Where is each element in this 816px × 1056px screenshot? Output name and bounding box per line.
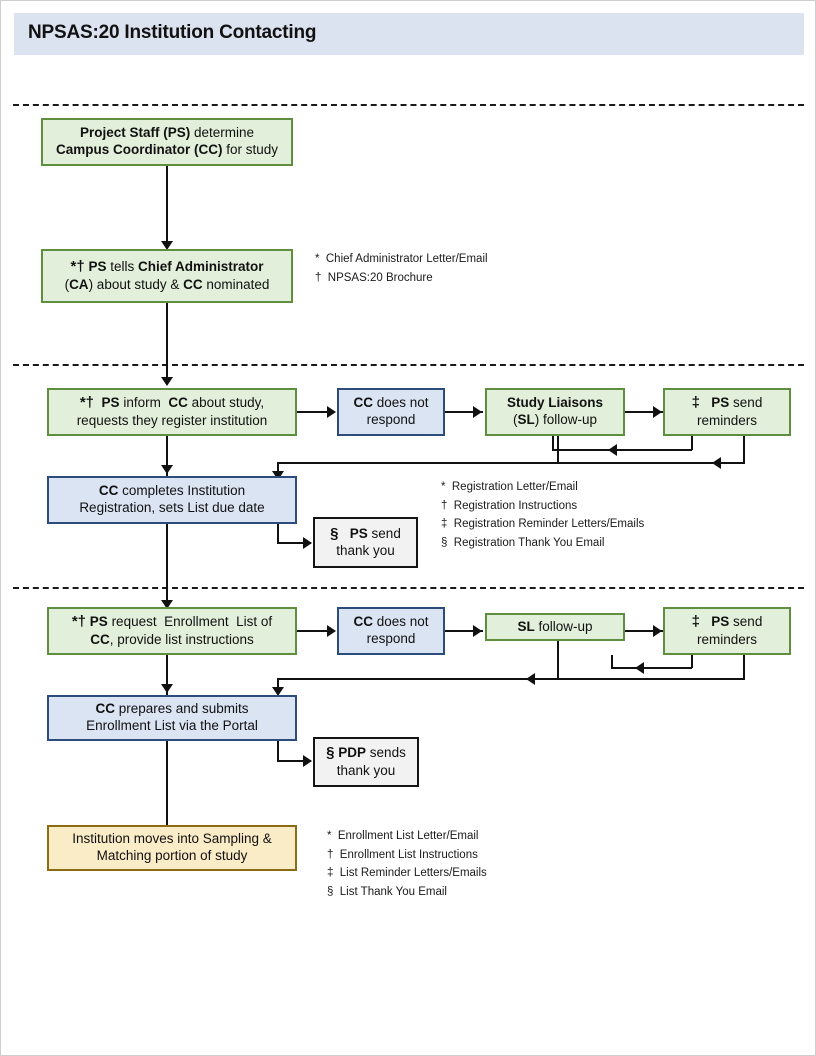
arrowhead-reminders-to-sl-3 bbox=[635, 662, 644, 674]
connector-request-to-norespond-3 bbox=[297, 630, 333, 632]
connector-determine-to-tell bbox=[166, 166, 168, 248]
connector-request-to-cc-submits bbox=[166, 655, 168, 695]
box-study-liaisons-followup-label: Study Liaisons(SL) follow-up bbox=[506, 395, 604, 427]
arrowhead-return-to-cc-submits bbox=[272, 687, 284, 696]
connector-submits-to-pdp bbox=[277, 760, 311, 762]
connector-sl-to-reminders-2 bbox=[625, 411, 665, 413]
arrowhead-norespond-to-sl-3 bbox=[473, 625, 482, 637]
box-sl-followup-3-label: SL follow-up bbox=[517, 618, 593, 634]
page-title: NPSAS:20 Institution Contacting bbox=[28, 22, 317, 43]
notes-stage2: * Registration Letter/Email † Registrati… bbox=[441, 481, 645, 549]
loop-sl-up-3 bbox=[611, 655, 613, 668]
return-drop-to-cc-registers bbox=[277, 462, 279, 476]
notes-stage1: * Chief Administrator Letter/Email † NPS… bbox=[315, 253, 488, 284]
box-ps-inform-cc-label: *† PS inform CC about study,requests the… bbox=[76, 394, 268, 428]
connector-registration-to-thankyou-stub bbox=[277, 524, 279, 543]
connector-registration-to-request-list bbox=[166, 524, 168, 606]
connector-submits-to-pdp-stub bbox=[277, 741, 279, 761]
arrowhead-registration-to-request-list bbox=[161, 600, 173, 609]
arrowhead-tell-to-inform bbox=[161, 377, 173, 386]
arrowhead-sl-to-reminders-3 bbox=[653, 625, 662, 637]
return-reminders-down-2 bbox=[743, 436, 745, 464]
return-line-to-cc-submits bbox=[277, 678, 745, 680]
box-ps-tells-ca-label: *† PS tells Chief Administrator(CA) abou… bbox=[64, 258, 270, 292]
arrowhead-norespond-to-sl-2 bbox=[473, 406, 482, 418]
arrowhead-inform-to-norespond-2 bbox=[327, 406, 336, 418]
divider-stage1 bbox=[13, 104, 804, 106]
arrowhead-request-to-norespond-3 bbox=[327, 625, 336, 637]
divider-stage2 bbox=[13, 364, 804, 366]
notes-stage3: * Enrollment List Letter/Email † Enrollm… bbox=[327, 830, 487, 898]
loop-reminders-down-3 bbox=[691, 655, 693, 668]
return-line-to-cc-registers bbox=[277, 462, 745, 464]
connector-submits-to-sampling bbox=[166, 741, 168, 825]
box-institution-sampling-matching-label: Institution moves into Sampling &Matchin… bbox=[72, 831, 272, 863]
connector-registration-to-thankyou bbox=[277, 542, 311, 544]
connector-norespond-to-sl-3 bbox=[445, 630, 483, 632]
arrowhead-inform-to-cc-registers bbox=[161, 465, 173, 474]
connector-tell-to-inform bbox=[166, 303, 168, 383]
arrowhead-reminders-to-sl-2 bbox=[608, 444, 617, 456]
connector-sl-to-reminders-3 bbox=[625, 630, 665, 632]
box-institution-sampling-matching[interactable]: Institution moves into Sampling &Matchin… bbox=[47, 825, 297, 871]
box-study-liaisons-followup[interactable]: Study Liaisons(SL) follow-up bbox=[485, 388, 625, 436]
arrowhead-request-to-cc-submits bbox=[161, 684, 173, 693]
return-sl-down-3 bbox=[557, 641, 559, 680]
loop-sl-up-2 bbox=[552, 436, 554, 450]
arrowhead-sl-to-reminders-2 bbox=[653, 406, 662, 418]
return-reminders-down-3 bbox=[743, 655, 745, 680]
box-sl-followup-3[interactable]: SL follow-up bbox=[485, 613, 625, 641]
return-drop-to-cc-submits bbox=[277, 678, 279, 692]
box-ps-inform-cc[interactable]: *† PS inform CC about study,requests the… bbox=[47, 388, 297, 436]
arrowhead-submits-to-pdp bbox=[303, 755, 312, 767]
arrowhead-determine-to-tell bbox=[161, 241, 173, 250]
return-sl-down-2 bbox=[557, 436, 559, 464]
box-ps-tells-ca[interactable]: *† PS tells Chief Administrator(CA) abou… bbox=[41, 249, 293, 303]
loop-reminders-to-sl-3 bbox=[611, 667, 692, 669]
arrowhead-return-to-cc-registers bbox=[272, 471, 284, 480]
connector-inform-to-norespond-2 bbox=[297, 411, 333, 413]
loop-reminders-down-2 bbox=[691, 436, 693, 450]
arrowhead-return-3 bbox=[526, 673, 535, 685]
connector-inform-to-cc-registers bbox=[166, 436, 168, 476]
loop-reminders-to-sl-2 bbox=[552, 449, 692, 451]
divider-stage3 bbox=[13, 587, 804, 589]
connector-norespond-to-sl-2 bbox=[445, 411, 483, 413]
arrowhead-registration-to-thankyou bbox=[303, 537, 312, 549]
page-title-bar: NPSAS:20 Institution Contacting bbox=[14, 13, 804, 55]
arrowhead-return-right-2 bbox=[712, 457, 721, 469]
